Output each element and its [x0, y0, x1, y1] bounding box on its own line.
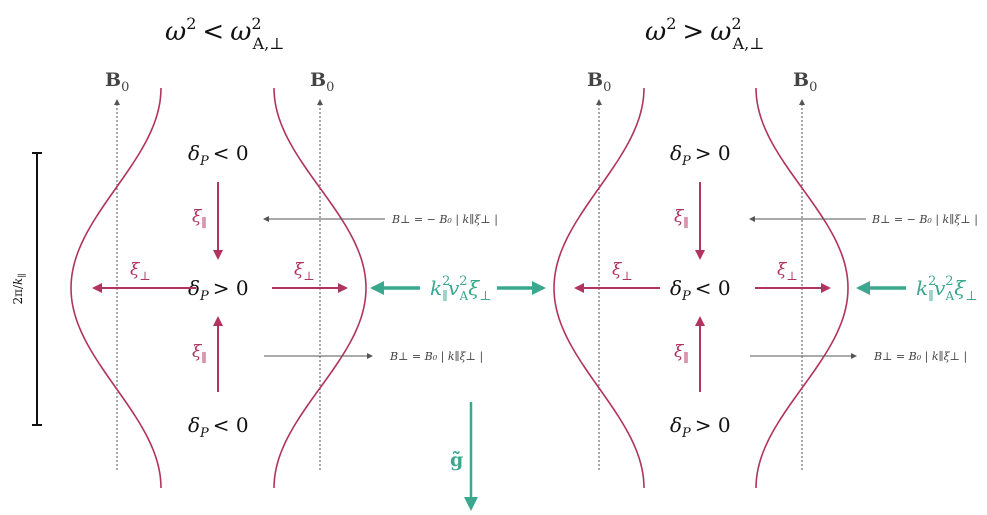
b-perp-label-top-left: B⊥ = − B₀ | k∥ξ⊥ | [391, 213, 498, 227]
xi-perp-label-left-outer: ξ⊥ [130, 260, 151, 283]
b0-label-right-2: B0 [793, 69, 817, 95]
wavelength-label: 2π/k∥ [11, 273, 28, 304]
delta-p-top-left: δP< 0 [188, 141, 249, 169]
xi-perp-label-right-outer: ξ⊥ [612, 260, 633, 283]
xi-par-label-bottom-left: ξ∥ [192, 342, 207, 365]
delta-p-bottom-left: δP< 0 [188, 413, 249, 441]
delta-p-top-right: δP> 0 [670, 141, 731, 169]
b0-label-right-1: B0 [587, 69, 611, 95]
xi-par-label-top-left: ξ∥ [192, 207, 207, 230]
xi-par-label-top-right: ξ∥ [674, 207, 689, 230]
b0-label-left-1: B0 [105, 69, 129, 95]
b-perp-label-bottom-left: B⊥ = B₀ | k∥ξ⊥ | [389, 350, 483, 364]
gravity-label: g̃ [450, 449, 463, 471]
b0-label-left-2: B0 [310, 69, 334, 95]
field-line-right-1 [553, 87, 645, 489]
xi-par-label-bottom-right: ξ∥ [674, 342, 689, 365]
b-perp-label-top-right: B⊥ = − B₀ | k∥ξ⊥ | [871, 213, 978, 227]
xi-perp-label-left-inner: ξ⊥ [294, 260, 315, 283]
b-perp-label-bottom-right: B⊥ = B₀ | k∥ξ⊥ | [873, 350, 967, 364]
xi-perp-label-right-inner: ξ⊥ [777, 260, 798, 283]
field-line-left-1 [70, 87, 162, 489]
delta-p-bottom-right: δP> 0 [670, 413, 731, 441]
delta-p-mid-right: δP< 0 [670, 276, 731, 304]
field-line-left-2 [273, 87, 367, 489]
delta-p-mid-left: δP> 0 [188, 276, 249, 304]
field-line-right-2 [755, 87, 849, 489]
